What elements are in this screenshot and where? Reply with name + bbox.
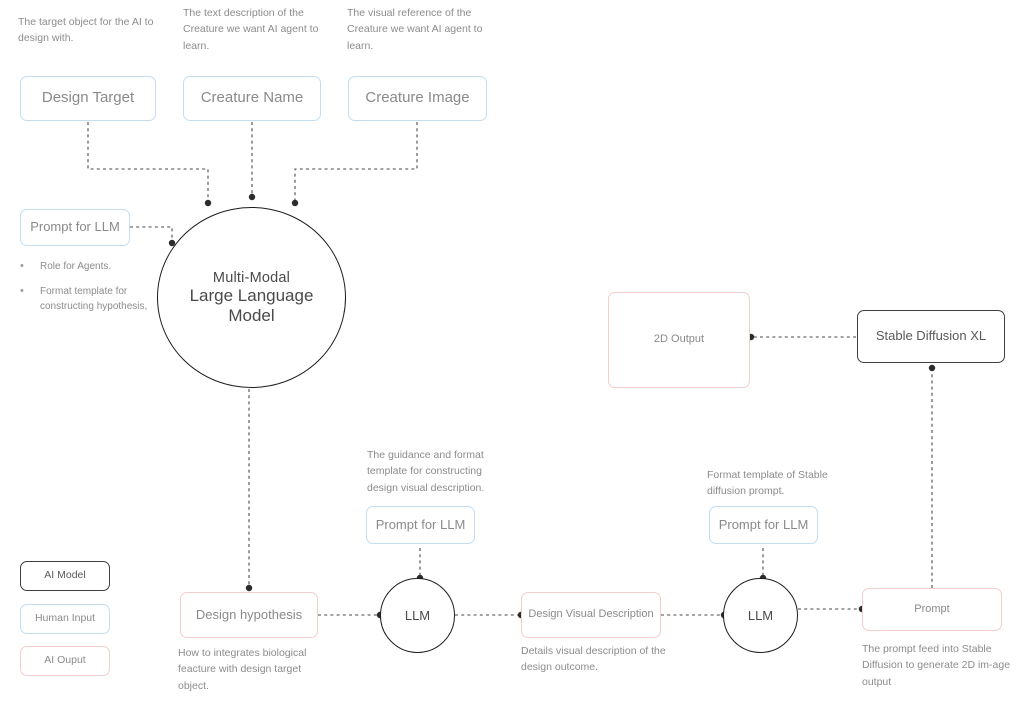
node-design-target[interactable]: Design Target [20,76,156,121]
prompt-bullet-item: Role for Agents. [18,258,148,275]
node-llm-mid[interactable]: LLM [380,578,455,653]
caption-prompt-for-llm-mid: The guidance and format template for con… [367,449,485,494]
caption-creature-image: The visual reference of the Creature we … [347,7,483,52]
node-prompt-for-llm-right[interactable]: Prompt for LLM [709,506,818,544]
prompt-bullet-list: Role for Agents. Format template for con… [18,258,148,324]
caption-design-visual-description: Details visual description of the design… [521,645,666,674]
wire-endpoint-stable-diffusion-bottom [928,364,936,372]
mllm-label-line-3: Model [228,305,275,325]
node-prompt[interactable]: Prompt [862,588,1002,631]
caption-design-hypothesis: How to integrates biological feacture wi… [178,647,307,692]
legend-item-human-input: Human Input [20,604,110,634]
node-design-hypothesis[interactable]: Design hypothesis [180,592,318,638]
mllm-label-line-1: Multi-Modal [212,269,291,286]
node-design-visual-description[interactable]: Design Visual Description [521,592,661,638]
wire-design-target-to-mllm [87,122,209,203]
wire-creature-image-to-mllm [294,122,418,203]
node-multimodal-large-language-model[interactable]: Multi-Modal Large Language Model [157,207,346,388]
wire-endpoint-creature-name [248,193,256,201]
node-prompt-for-llm-top[interactable]: Prompt for LLM [20,209,130,246]
node-stable-diffusion-xl[interactable]: Stable Diffusion XL [857,310,1005,363]
caption-creature-name: The text description of the Creature we … [183,7,319,52]
node-creature-name[interactable]: Creature Name [183,76,321,121]
caption-design-target: The target object for the AI to design w… [18,16,154,45]
wire-prompt-top-to-mllm [130,226,173,243]
caption-prompt: The prompt feed into Stable Diffusion to… [862,643,1011,688]
node-creature-image[interactable]: Creature Image [348,76,487,121]
legend-item-ai-model: AI Model [20,561,110,591]
node-2d-output[interactable]: 2D Output [608,292,750,388]
mllm-label-line-2: Large Language [189,285,314,305]
wire-endpoint-design-hypothesis [245,584,253,592]
node-llm-right[interactable]: LLM [723,578,798,653]
wire-endpoint-creature-image [291,199,299,207]
node-prompt-for-llm-mid[interactable]: Prompt for LLM [366,506,475,544]
caption-prompt-for-llm-right: Format template of Stable diffusion prom… [707,469,828,498]
prompt-bullet-item: Format template for constructing hypothe… [18,283,148,315]
wire-endpoint-design-target [204,199,212,207]
legend-item-ai-output: AI Ouput [20,646,110,676]
